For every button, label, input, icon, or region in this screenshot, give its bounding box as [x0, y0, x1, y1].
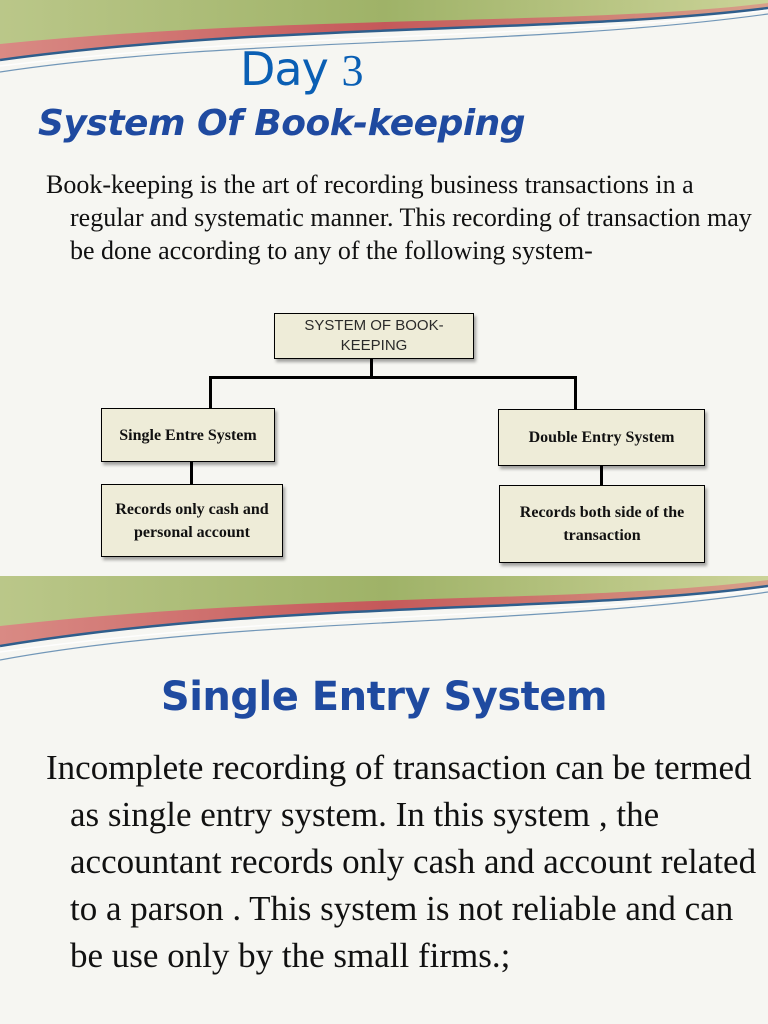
connector-root-down — [370, 359, 373, 377]
slide-2: Single Entry System Incomplete recording… — [0, 576, 768, 1024]
slide-title: Single Entry System — [160, 674, 608, 720]
connector-single-desc — [190, 462, 193, 484]
intro-paragraph: Book-keeping is the art of recording bus… — [46, 170, 752, 265]
diagram-double-description: Records both side of the transaction — [499, 485, 705, 563]
diagram-single-entry-node: Single Entre System — [101, 408, 275, 462]
body-paragraph: Incomplete recording of transaction can … — [46, 748, 757, 975]
day-word: Day — [240, 42, 329, 96]
diagram-root-node: SYSTEM OF BOOK-KEEPING — [274, 313, 474, 359]
decorative-wave-banner — [0, 576, 768, 671]
day-title: Day 3 — [240, 42, 363, 96]
connector-horizontal — [209, 376, 577, 379]
connector-right-down — [574, 376, 577, 409]
decorative-wave-banner — [0, 0, 768, 90]
slide-1: Day 3 System Of Book-keeping Book-keepin… — [0, 0, 768, 563]
diagram-single-description: Records only cash and personal account — [101, 484, 283, 557]
diagram-double-entry-node: Double Entry System — [498, 409, 705, 466]
connector-double-desc — [600, 466, 603, 485]
connector-left-down — [209, 376, 212, 408]
day-number: 3 — [341, 46, 363, 95]
slide-title: System Of Book-keeping — [38, 103, 526, 144]
